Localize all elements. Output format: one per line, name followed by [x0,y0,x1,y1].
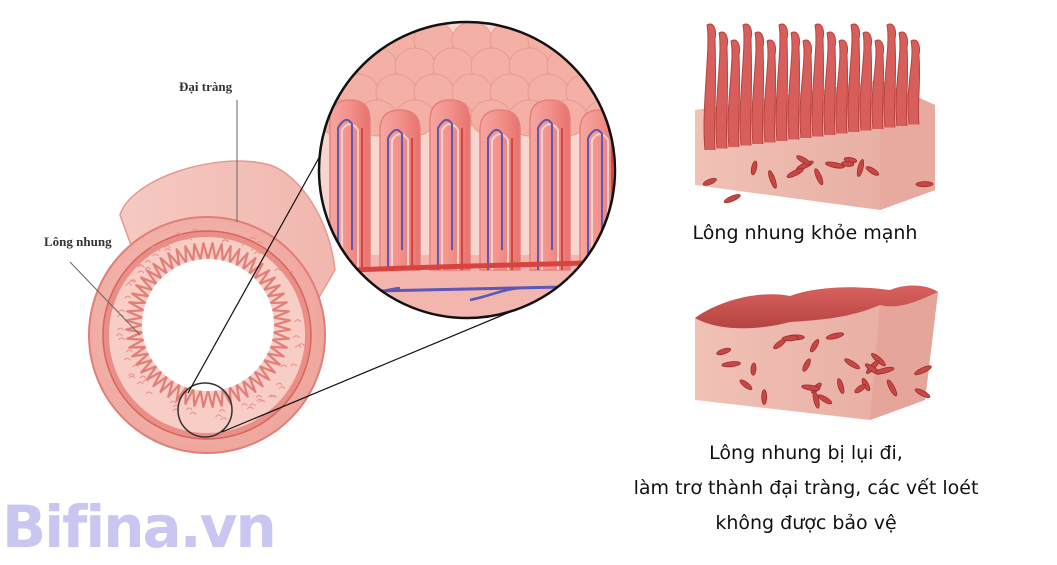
caption-damaged-line2: làm trơ thành đại tràng, các vết loét [634,477,979,499]
healthy-villi-block [695,24,935,210]
colon-lumen [142,259,274,391]
label-villi: Lông nhung [44,234,112,249]
magnified-villi [300,22,663,335]
bifina-logo: Bifina.vn [2,498,275,556]
label-colon: Đại tràng [179,79,233,94]
caption-damaged-line3: không được bảo vệ [715,512,896,534]
damaged-villi-block [695,286,938,420]
caption-damaged-line1: Lông nhung bị lụi đi, [709,442,903,464]
caption-healthy: Lông nhung khỏe mạnh [693,222,918,244]
